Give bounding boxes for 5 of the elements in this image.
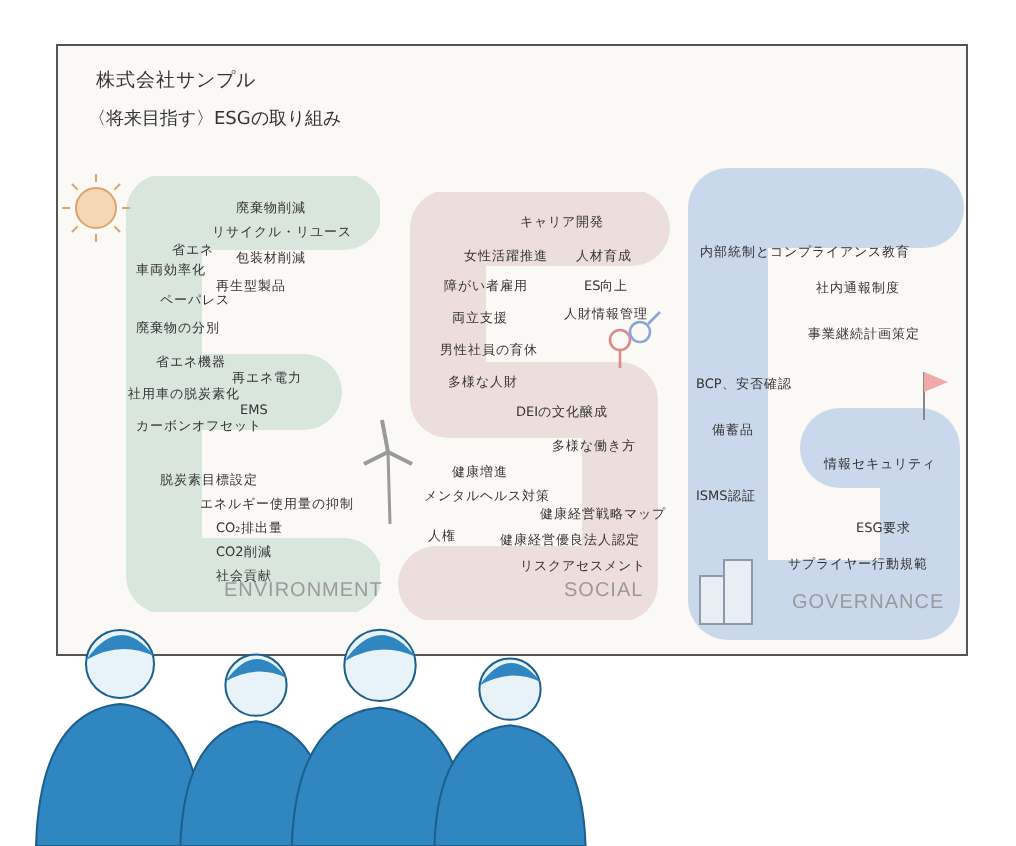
pillar-heading: ENVIRONMENT: [224, 584, 383, 600]
pillar-heading: GOVERNANCE: [792, 596, 945, 612]
slide-title: 〈将来目指す〉ESGの取り組み: [88, 107, 341, 132]
company-name: 株式会社サンプル: [96, 68, 256, 94]
pillar-heading: SOCIAL: [564, 584, 644, 600]
